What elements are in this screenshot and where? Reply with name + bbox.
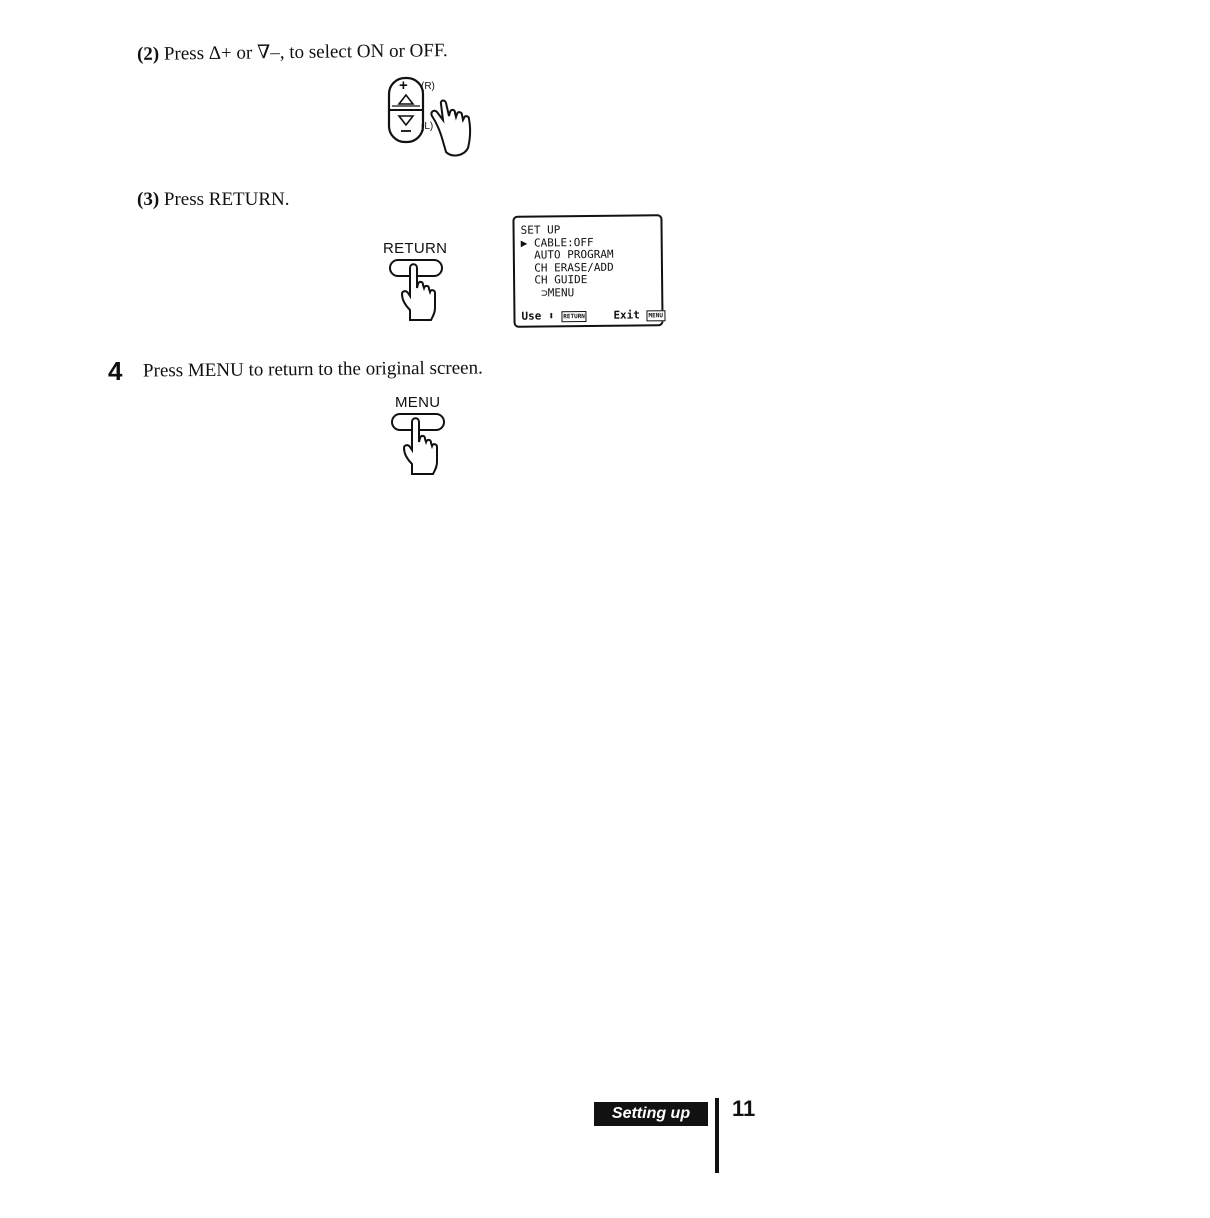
step-3-label: (3): [137, 189, 159, 210]
tv-setup-menu-screen: SET UP ▶ CABLE:OFF AUTO PROGRAM CH ERASE…: [512, 214, 663, 328]
return-button-illustration: RETURN: [380, 240, 460, 326]
up-down-arrows-icon: ⬍: [548, 309, 555, 322]
pressing-finger-icon: [390, 412, 450, 480]
step-3-line: (3) Press RETURN.: [137, 189, 290, 211]
osd-footer-use: Use: [521, 309, 541, 322]
menu-button-illustration: MENU: [392, 394, 472, 480]
section-tag: Setting up: [594, 1102, 708, 1126]
step-2-text: Press Δ+ or ∇–, to select ON or OFF.: [164, 40, 448, 64]
step-3-text: Press RETURN.: [164, 189, 290, 210]
osd-item-menu: ⊃MENU: [521, 286, 661, 300]
osd-footer: Use ⬍ RETURN Exit MENU: [521, 309, 665, 323]
up-down-rocker-illustration: + (R) (L): [384, 76, 484, 162]
pressing-finger-icon: [388, 258, 448, 326]
rocker-l-label: (L): [421, 121, 433, 132]
osd-menu-key: MENU: [646, 310, 665, 321]
menu-button-caption: MENU: [395, 394, 440, 411]
page-number: 11: [732, 1096, 755, 1122]
rocker-plus-label: +: [399, 77, 408, 94]
step-4-number: 4: [108, 356, 122, 387]
rocker-r-label: (R): [421, 81, 435, 92]
step-2-line: (2) Press Δ+ or ∇–, to select ON or OFF.: [137, 39, 448, 66]
osd-return-key: RETURN: [561, 311, 587, 322]
return-button-caption: RETURN: [383, 240, 447, 257]
footer-divider: [715, 1098, 719, 1173]
step-2-label: (2): [137, 44, 159, 65]
step-4-text: Press MENU to return to the original scr…: [143, 358, 483, 383]
osd-footer-exit: Exit: [613, 308, 640, 321]
